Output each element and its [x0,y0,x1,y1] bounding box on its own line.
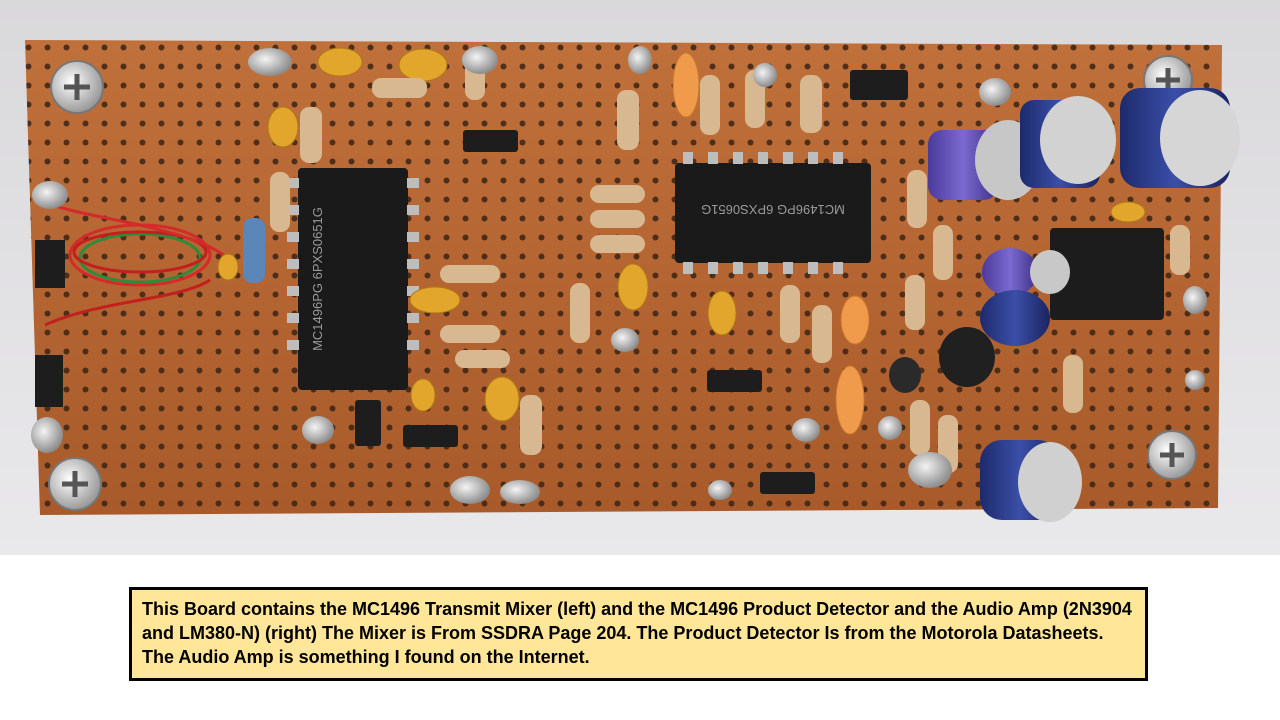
circuit-board-illustration: MC1496PG 6PXS0651G MC1496PG 6PXS0651G [25,40,1240,522]
resistors [243,50,1190,473]
screw-bottom-right [1147,430,1197,480]
solder-joints [31,46,1207,504]
header-left-top [35,240,65,288]
jumper-5 [355,400,381,446]
jumper-1 [463,130,518,152]
jumper-3 [760,472,815,494]
ic-left-marking: MC1496PG 6PXS0651G [310,207,325,351]
jumper-6 [850,70,908,100]
ic-mc1496-left: MC1496PG 6PXS0651G [287,168,419,390]
screw-top-left [50,60,104,114]
jumper-2 [707,370,762,392]
header-left-bottom [35,355,63,407]
transistor-2n3904 [939,327,995,387]
screw-bottom-left [48,457,102,511]
caption-text: This Board contains the MC1496 Transmit … [142,599,1132,667]
ic-mc1496-right: MC1496PG 6PXS0651G [675,152,871,274]
jumper-4 [403,425,458,447]
board-photo: MC1496PG 6PXS0651G MC1496PG 6PXS0651G [0,0,1280,555]
ic-right-marking: MC1496PG 6PXS0651G [701,202,845,217]
electrolytic-caps [889,88,1240,522]
ic-lm380 [1050,228,1164,320]
disc-caps [672,52,870,435]
tantalum-caps [217,47,1146,422]
caption-box: This Board contains the MC1496 Transmit … [129,587,1148,681]
